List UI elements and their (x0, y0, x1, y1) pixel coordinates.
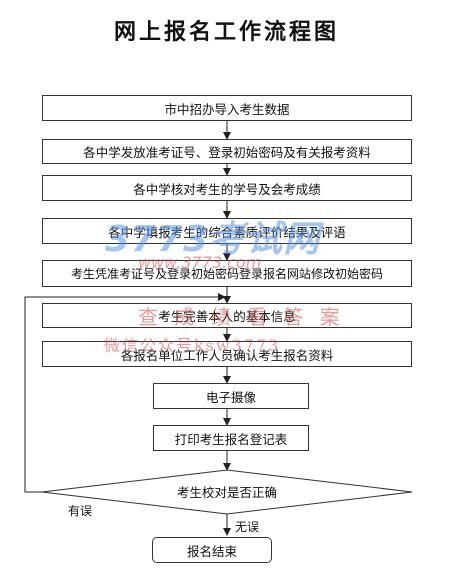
step-box-5: 考生凭准考证号及登录初始密码登录报名网站修改初始密码 (42, 260, 412, 287)
loop-back-line (24, 293, 226, 493)
step-box-4: 各中学填报考生的综合素质评价结果及评语 (42, 218, 412, 244)
step-box-6: 考生完善本人的基本信息 (42, 303, 412, 328)
step-box-8: 电子摄像 (153, 383, 309, 409)
step-box-9: 打印考生报名登记表 (153, 425, 309, 451)
decision-label: 考生校对是否正确 (176, 485, 277, 500)
branch-no-label: 有误 (68, 504, 93, 518)
branch-yes-label: 无误 (235, 520, 260, 534)
step-box-7: 各报名单位工作人员确认考生报名资料 (42, 341, 412, 367)
step-box-2: 各中学发放准考证号、登录初始密码及有关报考资料 (42, 139, 412, 164)
decision-diamond (41, 469, 413, 515)
end-terminal: 报名结束 (152, 537, 272, 563)
step-box-1: 市中招办导入考生数据 (42, 95, 412, 121)
page-title: 网上报名工作流程图 (113, 20, 339, 45)
step-box-3: 各中学核对考生的学号及会考成绩 (42, 175, 412, 201)
